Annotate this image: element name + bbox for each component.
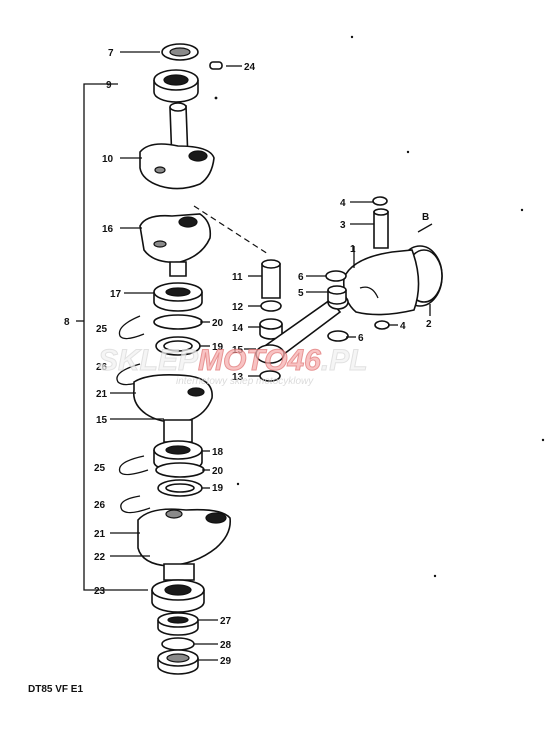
seal-ring-19-lower [157,479,203,497]
callout-14: 14 [232,323,244,334]
watermark-part2: MOTO [198,344,287,377]
callout-26a: 26 [96,362,108,373]
washer-6-upper [325,270,347,282]
bearing-17 [153,282,203,312]
callout-15a: 15 [96,415,108,426]
crankshaft-stack [116,43,232,675]
callout-22: 22 [94,552,106,563]
circlip-26-lower [120,495,151,514]
callout-27: 27 [220,616,232,627]
callout-23: 23 [94,586,106,597]
print-specks [214,35,545,578]
needle-bearing-12 [260,300,282,312]
callout-10: 10 [102,154,114,165]
callout-25a: 25 [96,324,108,335]
watermark-logo: SKLEPMOTO46.PL internetowy sklep motocyk… [98,344,369,388]
callout-24: 24 [244,62,256,73]
callout-4a: 4 [340,198,346,209]
piston-pin-3 [373,208,389,249]
circlip-25-upper [118,315,145,340]
callout-25b: 25 [94,463,106,474]
callout-18: 18 [212,447,224,458]
callout-6a: 6 [298,272,304,283]
pin-24 [209,61,223,70]
callout-11: 11 [232,272,243,283]
washer-20-upper [153,314,203,330]
crank-web-16 [139,213,212,277]
bearing-14 [259,318,283,340]
piston-connecting-rod-group [193,196,443,382]
callout-9: 9 [106,80,112,91]
callout-13: 13 [232,372,244,383]
callout-29: 29 [220,656,232,667]
callout-8: 8 [64,317,70,328]
callout-7: 7 [108,48,114,59]
callout-15b: 15 [232,345,244,356]
bearing-23 [151,579,205,613]
callout-12: 12 [232,302,244,313]
callout-17: 17 [110,289,122,300]
washer-20-lower [155,462,205,478]
callout-21a: 21 [96,389,108,400]
ring-28 [161,637,195,651]
callout-b: B [422,212,429,223]
bearing-9 [153,69,199,103]
callout-5: 5 [298,288,304,299]
seal-ring-19-upper [155,336,201,356]
washer-6-lower [327,330,349,342]
callout-20b: 20 [212,466,224,477]
callout-4b: 4 [400,321,406,332]
small-end-bearing-5 [327,285,347,305]
svg-text:SKLEPMOTO46.PL: SKLEPMOTO46.PL [98,344,368,377]
piston-pin-clip-4-lower [374,320,390,330]
callout-28: 28 [220,640,232,651]
watermark-part1: SKLEP [98,344,199,377]
callout-19b: 19 [212,483,224,494]
callout-16: 16 [102,224,114,235]
bearing-27 [157,612,199,636]
piston-pin-clip-4-upper [372,196,388,206]
circlip-25-lower [118,455,149,476]
callout-6b: 6 [358,333,364,344]
callout-19a: 19 [212,342,224,353]
oil-seal-7 [161,43,199,61]
watermark-part3: 46 [286,344,321,377]
watermark-part4: .PL [321,344,368,377]
assembly-bracket-8 [76,83,148,591]
watermark-subtitle: internetowy sklep motocyklowy [176,376,314,387]
direction-arrow-b [417,223,433,233]
piston-1 [342,249,420,316]
callout-labels: 7 24 9 10 16 17 8 25 20 19 26 21 15 18 2… [64,48,432,667]
callout-2: 2 [426,319,432,330]
callout-1: 1 [350,244,356,255]
oil-seal-29 [157,649,199,675]
leader-lines [110,51,431,661]
callout-26b: 26 [94,500,106,511]
crank-upper-web-10 [139,102,215,190]
callout-3: 3 [340,220,346,231]
model-code: DT85 VF E1 [28,684,83,695]
crank-lower-web-22 [137,508,232,581]
crankpin-11 [261,259,281,299]
callout-21b: 21 [94,529,106,540]
crank-center-web-21 [132,374,213,443]
callout-20a: 20 [212,318,224,329]
